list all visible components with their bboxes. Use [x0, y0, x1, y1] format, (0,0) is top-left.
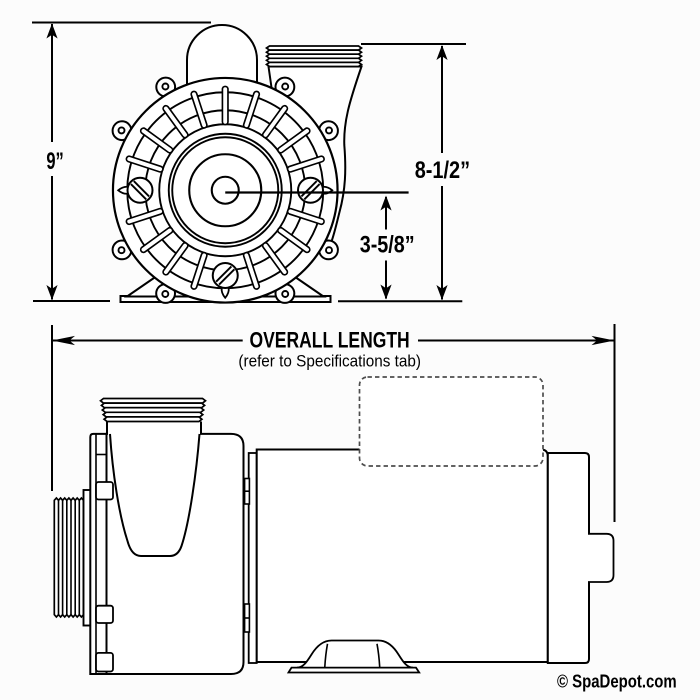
svg-text:9”: 9”: [46, 148, 63, 175]
svg-text:8-1/2”: 8-1/2”: [415, 157, 470, 184]
svg-text:(refer to Specifications tab): (refer to Specifications tab): [238, 353, 421, 371]
svg-text:OVERALL LENGTH: OVERALL LENGTH: [250, 328, 410, 353]
svg-text:© SpaDepot.com: © SpaDepot.com: [557, 671, 677, 692]
svg-text:3-5/8”: 3-5/8”: [360, 231, 415, 258]
